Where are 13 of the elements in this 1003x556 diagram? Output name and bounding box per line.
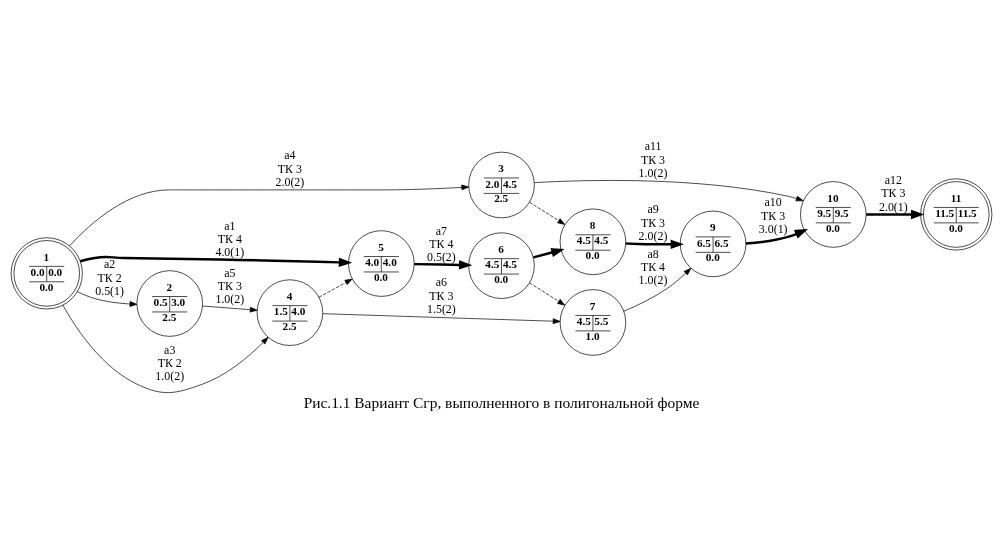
edge-label: a6 ТК 3 1.5(2) [427, 275, 456, 317]
edge-label: a9 ТК 3 2.0(2) [638, 202, 668, 244]
edge-label: a7 ТК 4 0.5(2) [427, 223, 456, 265]
edge-label: a1 ТК 4 4.0(1) [215, 218, 245, 260]
edge-label: a3 ТК 2 1.0(2) [155, 342, 185, 384]
edge-label: a10 ТК 3 3.0(1) [758, 195, 788, 237]
edge-label: a11 ТК 3 1.0(2) [638, 139, 668, 180]
edge-label: a5 ТК 3 1.0(2) [215, 265, 245, 307]
edge-label: a4 ТК 3 2.0(2) [275, 148, 305, 190]
caption: Рис.1.1 Вариант Сгр, выполненного в полигональной форме [303, 393, 700, 411]
edge-label: a12 ТК 3 2.0(1) [878, 173, 908, 214]
edge-label: a8 ТК 4 1.0(2) [638, 246, 668, 288]
edge-label: a2 ТК 2 0.5(1) [95, 257, 125, 298]
